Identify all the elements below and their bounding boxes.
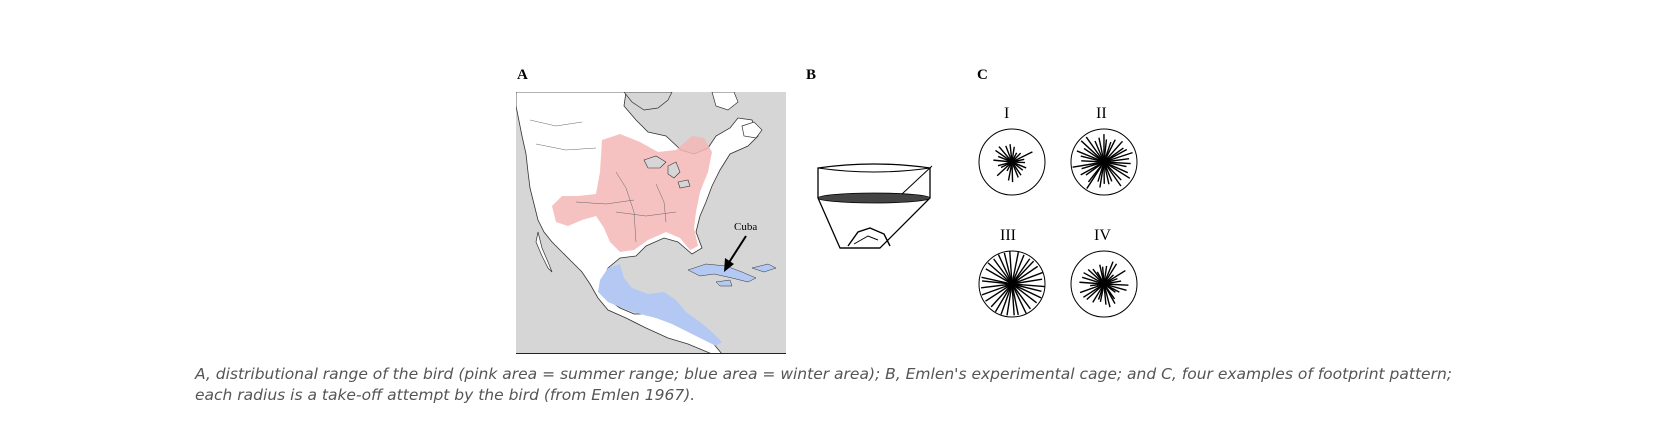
distribution-map xyxy=(516,92,786,354)
take-off-radius xyxy=(1011,283,1032,310)
take-off-radius xyxy=(1011,283,1042,299)
take-off-radius xyxy=(1011,158,1025,163)
take-off-radius xyxy=(1079,283,1105,294)
take-off-radius xyxy=(987,262,1013,285)
take-off-radius xyxy=(1103,148,1128,163)
cuba-label: Cuba xyxy=(734,221,758,233)
take-off-radius xyxy=(1005,145,1013,163)
panel-c-label: C xyxy=(977,67,988,83)
take-off-radius xyxy=(1103,283,1129,286)
take-off-radius xyxy=(1000,283,1013,315)
pattern-iii-label: III xyxy=(1000,227,1016,244)
take-off-radius xyxy=(1103,283,1116,293)
take-off-radius xyxy=(1003,252,1013,285)
take-off-radius xyxy=(1103,280,1122,285)
take-off-radius xyxy=(1103,283,1107,305)
take-off-radius xyxy=(1103,140,1124,163)
take-off-radius xyxy=(1011,161,1024,171)
emlen-cage-drawing xyxy=(817,163,933,249)
footprint-pattern-iii xyxy=(978,250,1046,318)
take-off-radius xyxy=(1103,161,1110,185)
pattern-ii-label: II xyxy=(1096,105,1107,122)
take-off-radius xyxy=(1011,265,1039,285)
take-off-radius xyxy=(1007,161,1013,181)
take-off-radius xyxy=(993,258,1013,285)
take-off-radius xyxy=(1103,161,1127,168)
take-off-radius xyxy=(981,283,1013,296)
take-off-radius xyxy=(1087,161,1105,183)
footprint-pattern-i xyxy=(978,128,1046,196)
take-off-radius xyxy=(996,161,1013,177)
take-off-radius xyxy=(985,268,1013,285)
take-off-radius xyxy=(1009,251,1013,285)
take-off-radius xyxy=(1011,271,1043,285)
take-off-radius xyxy=(1103,151,1133,163)
take-off-radius xyxy=(1103,283,1127,291)
take-off-radius xyxy=(1011,260,1035,285)
take-off-radius xyxy=(1098,137,1105,163)
take-off-radius xyxy=(1085,136,1105,163)
take-off-radius xyxy=(990,283,1013,308)
take-off-radius xyxy=(1103,161,1122,187)
panel-a-label: A xyxy=(517,67,528,83)
take-off-radius xyxy=(994,283,1013,313)
take-off-radius xyxy=(1103,269,1126,285)
take-off-radius xyxy=(1011,283,1042,293)
take-off-radius xyxy=(1011,161,1014,183)
take-off-radius xyxy=(1011,254,1025,285)
figure-caption: A, distributional range of the bird (pin… xyxy=(195,365,1452,404)
take-off-radius xyxy=(1083,283,1105,298)
take-off-radius xyxy=(1072,161,1105,168)
take-off-radius xyxy=(1103,161,1131,179)
take-off-radius xyxy=(1076,150,1105,163)
take-off-radius xyxy=(1103,139,1116,163)
pattern-iv-label: IV xyxy=(1094,227,1111,244)
take-off-radius xyxy=(1080,140,1105,163)
take-off-radius xyxy=(1011,283,1045,288)
take-off-radius xyxy=(1103,158,1130,163)
take-off-radius xyxy=(1011,146,1015,163)
take-off-radius xyxy=(1103,283,1116,304)
take-off-radius xyxy=(1011,278,1043,285)
footprint-pattern-iv xyxy=(1070,250,1138,318)
take-off-radius xyxy=(1011,258,1031,285)
take-off-radius xyxy=(1011,252,1020,285)
take-off-radius xyxy=(1103,265,1108,285)
take-off-radius xyxy=(1011,283,1015,316)
take-off-radius xyxy=(1092,283,1105,303)
pattern-i-label: I xyxy=(1004,105,1010,122)
take-off-radius xyxy=(997,161,1013,167)
take-off-radius xyxy=(998,146,1013,163)
take-off-radius xyxy=(1094,140,1105,163)
take-off-radius xyxy=(997,254,1013,285)
take-off-radius xyxy=(1081,276,1105,285)
take-off-radius xyxy=(1079,281,1105,285)
take-off-radius xyxy=(1011,161,1019,178)
take-off-radius xyxy=(1103,139,1108,163)
take-off-radius xyxy=(1080,161,1105,176)
take-off-radius xyxy=(1097,161,1105,182)
take-off-radius xyxy=(995,149,1013,163)
take-off-radius xyxy=(985,283,1013,302)
take-off-radius xyxy=(1103,263,1118,285)
take-off-radius xyxy=(1006,283,1013,316)
take-off-radius xyxy=(981,276,1013,285)
take-off-radius xyxy=(1011,151,1033,163)
take-off-radius xyxy=(1083,272,1105,285)
footprint-pattern-ii xyxy=(1070,128,1138,196)
take-off-radius xyxy=(1011,283,1038,304)
take-off-radius xyxy=(993,159,1013,163)
take-off-radius xyxy=(1081,160,1105,163)
take-off-radius xyxy=(1011,283,1027,314)
take-off-radius xyxy=(1009,144,1013,163)
take-off-radius xyxy=(981,283,1013,289)
panel-b-label: B xyxy=(806,67,817,83)
